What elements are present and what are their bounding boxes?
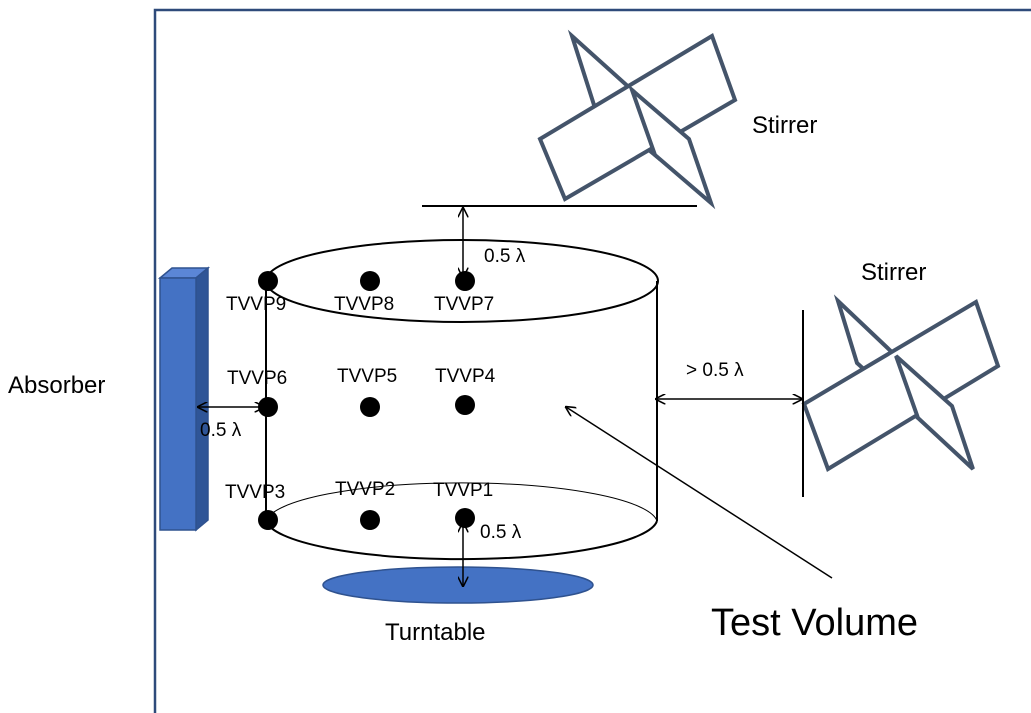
point-label-tvvp4: TVVP4 xyxy=(435,366,496,387)
gap-top-label: 0.5 λ xyxy=(484,246,526,267)
absorber-label: Absorber xyxy=(8,372,105,399)
point-dot-tvvp6 xyxy=(258,397,278,417)
stirrer-right-icon xyxy=(801,294,1001,472)
point-dot-tvvp8 xyxy=(360,271,380,291)
point-dot-tvvp1 xyxy=(455,508,475,528)
stirrer-right-label: Stirrer xyxy=(861,259,926,286)
point-dot-tvvp5 xyxy=(360,397,380,417)
point-dot-tvvp2 xyxy=(360,510,380,530)
turntable-label: Turntable xyxy=(385,619,486,646)
point-label-tvvp2: TVVP2 xyxy=(335,479,395,500)
chamber-wall xyxy=(153,8,1031,713)
gap-bottom-label: 0.5 λ xyxy=(480,522,522,543)
stirrer-top-icon xyxy=(537,29,738,210)
point-dot-tvvp9 xyxy=(258,271,278,291)
point-label-tvvp1: TVVP1 xyxy=(433,480,493,501)
point-dot-tvvp4 xyxy=(455,395,475,415)
point-label-tvvp3: TVVP3 xyxy=(225,482,285,503)
test-volume-label: Test Volume xyxy=(711,602,918,644)
point-dot-tvvp3 xyxy=(258,510,278,530)
turntable xyxy=(322,566,594,604)
stirrer-top-label: Stirrer xyxy=(752,112,817,139)
validation-points xyxy=(258,271,475,530)
point-label-tvvp6: TVVP6 xyxy=(227,368,287,389)
gap-right-label: > 0.5 λ xyxy=(686,360,744,381)
point-label-tvvp8: TVVP8 xyxy=(334,294,394,315)
point-label-tvvp9: TVVP9 xyxy=(226,294,286,315)
test-volume-pointer xyxy=(566,407,833,579)
point-label-tvvp5: TVVP5 xyxy=(337,366,397,387)
point-dot-tvvp7 xyxy=(455,271,475,291)
absorber-block xyxy=(157,266,211,532)
gap-left-label: 0.5 λ xyxy=(200,420,242,441)
point-label-tvvp7: TVVP7 xyxy=(434,294,494,315)
